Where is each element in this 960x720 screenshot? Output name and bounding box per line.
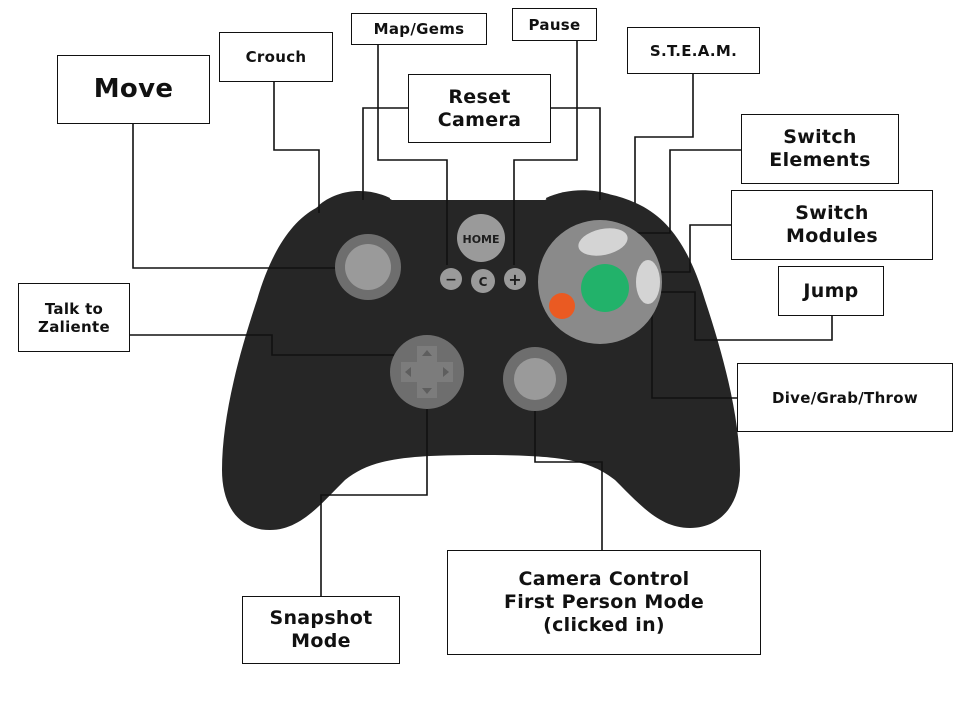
snapshot-line bbox=[320, 398, 428, 596]
pause-line bbox=[513, 40, 578, 265]
move-label: Move bbox=[57, 55, 210, 124]
snapshot-mode-label: Snapshot Mode bbox=[242, 596, 400, 664]
pause-label: Pause bbox=[512, 8, 597, 41]
map-gems-label: Map/Gems bbox=[351, 13, 487, 45]
move-line bbox=[132, 124, 335, 269]
switch-elements-label: Switch Elements bbox=[741, 114, 899, 184]
steam-line bbox=[634, 74, 694, 203]
jump-line bbox=[610, 291, 833, 341]
dpad-left-arrow bbox=[405, 367, 411, 377]
left-bumper bbox=[318, 191, 390, 206]
jump-button bbox=[581, 264, 629, 312]
jump-label: Jump bbox=[778, 266, 884, 316]
minus-button-label: − bbox=[445, 272, 457, 288]
c-button bbox=[471, 269, 495, 293]
talk-to-zaliente-label: Talk to Zaliente bbox=[18, 283, 130, 352]
reset-camera-left-line bbox=[362, 107, 408, 200]
reset-camera-right-line bbox=[550, 107, 601, 200]
home-button-label: HOME bbox=[462, 233, 499, 246]
reset-camera-label: Reset Camera bbox=[408, 74, 551, 143]
dive-button bbox=[549, 293, 575, 319]
c-button-label: C bbox=[479, 275, 488, 289]
camera-control-label: Camera Control First Person Mode (clicke… bbox=[447, 550, 761, 655]
talk-line bbox=[130, 334, 425, 356]
plus-button-label: + bbox=[508, 270, 521, 289]
dive-grab-throw-label: Dive/Grab/Throw bbox=[737, 363, 953, 432]
crouch-line bbox=[273, 82, 320, 213]
left-stick bbox=[345, 244, 391, 290]
steam-label: S.T.E.A.M. bbox=[627, 27, 760, 74]
dpad-cross bbox=[401, 346, 453, 398]
camera-line bbox=[534, 380, 603, 550]
map-gems-line bbox=[377, 44, 448, 265]
plus-button bbox=[504, 268, 526, 290]
dpad-right-arrow bbox=[443, 367, 449, 377]
switch-modules-label: Switch Modules bbox=[731, 190, 933, 260]
dpad-down-arrow bbox=[422, 388, 432, 394]
switch-modules-line bbox=[656, 224, 731, 273]
switch-elements-button bbox=[578, 228, 628, 256]
switch-elements-line bbox=[625, 149, 741, 234]
right-stick bbox=[514, 358, 556, 400]
connector-lines bbox=[130, 40, 833, 596]
minus-button bbox=[440, 268, 462, 290]
switch-modules-button bbox=[636, 260, 660, 304]
dpad-up-arrow bbox=[422, 350, 432, 356]
home-button bbox=[457, 214, 505, 262]
crouch-label: Crouch bbox=[219, 32, 333, 82]
right-bumper bbox=[546, 190, 630, 206]
